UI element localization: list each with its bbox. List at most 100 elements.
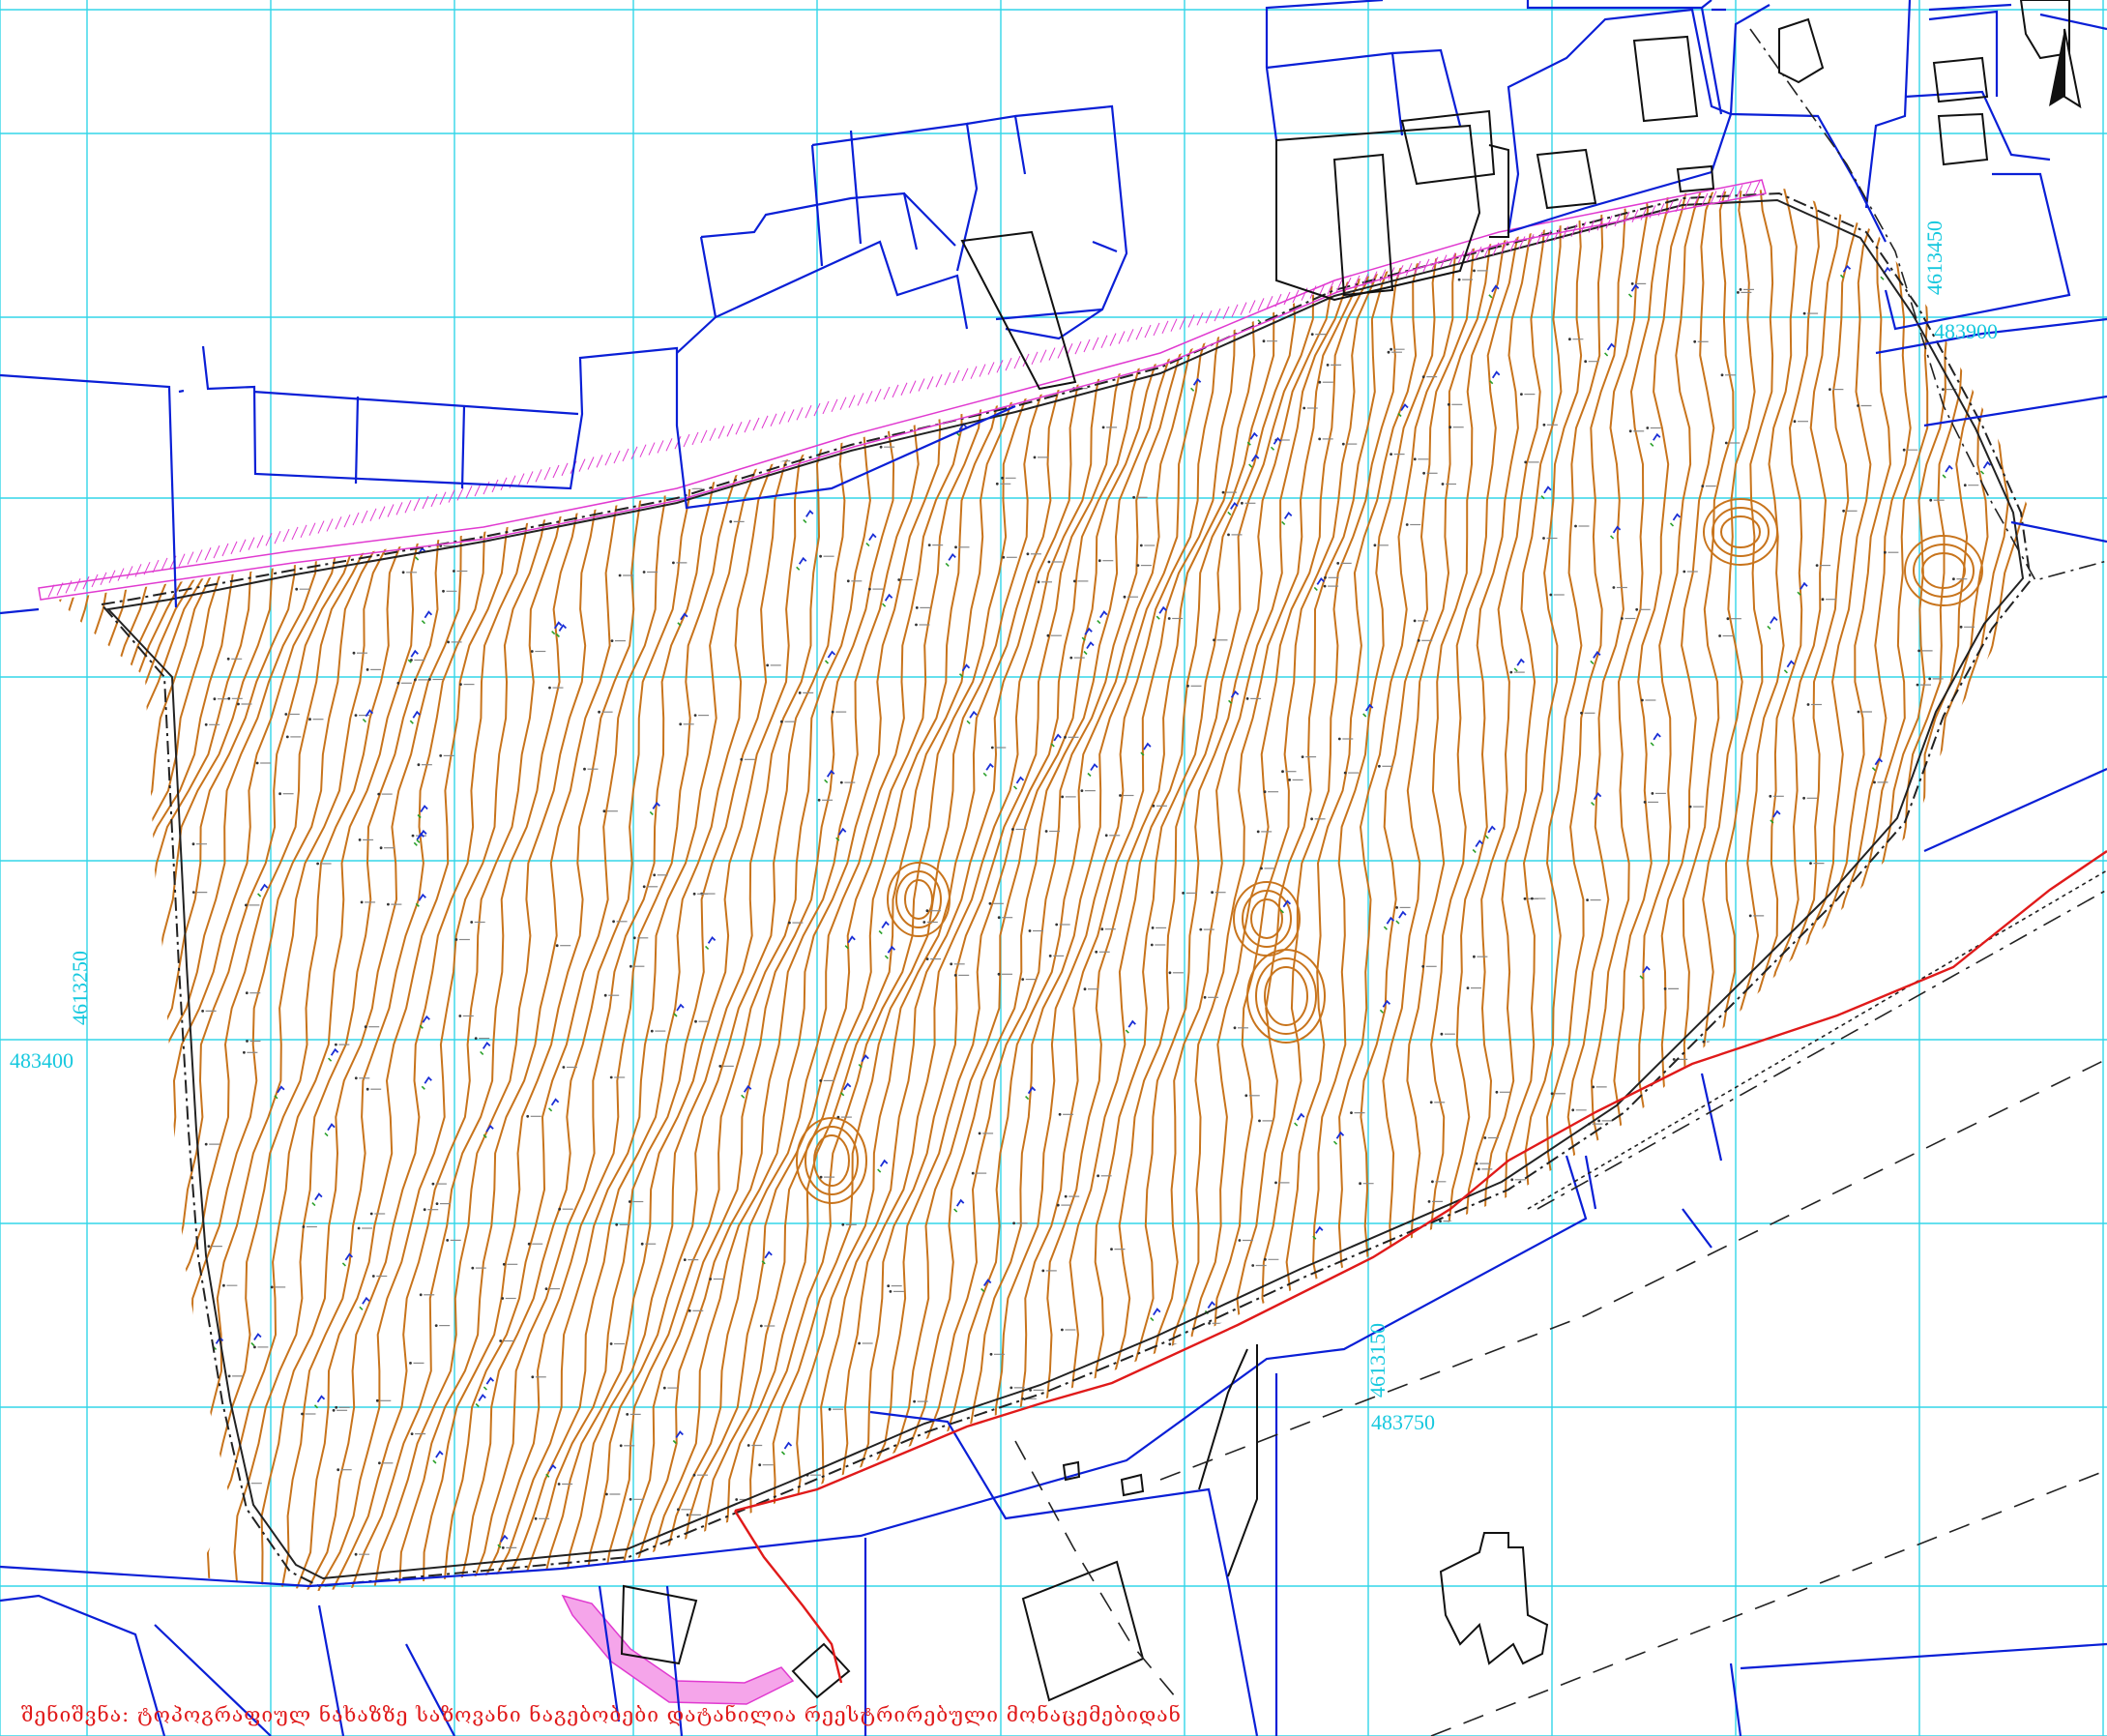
elevation-dot [396,681,400,685]
elevation-dot [1646,427,1650,429]
elevation-dot [1748,914,1752,918]
survey-marker [1489,370,1501,385]
elevation-dot [759,1324,763,1328]
elevation-dot [1429,1101,1433,1104]
contour-loop [813,1134,850,1187]
elevation-dot [1510,1178,1514,1182]
elevation-dot [207,1245,211,1248]
survey-marker [1604,342,1616,357]
survey-marker [1488,284,1500,299]
survey-marker [1669,513,1682,527]
elevation-dot [694,1019,697,1023]
elevation-dot [868,587,871,591]
elevation-dot [915,623,918,627]
elevation-dot [1186,684,1189,688]
elevation-dot [971,1171,975,1175]
elevation-dot [1168,1342,1172,1346]
elevation-dot [474,1037,478,1040]
elevation-dot [1531,897,1534,900]
survey-marker [545,1463,557,1478]
elevation-dot [1413,619,1417,623]
survey-marker [673,1003,685,1017]
elevation-dot [819,1175,823,1179]
survey-marker [313,1395,326,1409]
contour-line [712,189,1042,1591]
elevation-dot [204,722,208,726]
elevation-dot [819,554,822,558]
elevation-dot [377,792,381,796]
elevation-dot [1359,1182,1361,1186]
elevation-dot [1241,501,1244,505]
elevation-dot [629,964,632,968]
elevation-dot [1139,544,1143,547]
elevation-dot [316,862,319,866]
elevation-dot [1069,656,1073,660]
elevation-dot [709,1278,713,1280]
elevation-dot [1413,457,1417,461]
elevation-dot [1233,1026,1237,1030]
elevation-dot [1058,1112,1062,1116]
survey-marker [1639,965,1651,980]
elevation-dot [925,957,929,960]
elevation-dot [615,1222,619,1226]
survey-marker [483,1376,495,1391]
elevation-dot [1449,426,1452,429]
elevation-dot [1737,291,1740,294]
elevation-dot [954,545,957,549]
elevation-dot [1440,1032,1444,1036]
elevation-dot [1011,828,1014,831]
elevation-dot [1182,892,1185,895]
elevation-dot [295,587,299,591]
elevation-dot [1132,495,1135,499]
elevation-dot [1427,1200,1431,1203]
elevation-dot [1310,333,1314,336]
elevation-dot [1104,834,1108,838]
survey-marker [274,1085,285,1100]
survey-marker [1312,1225,1324,1240]
elevation-dot [352,651,356,655]
elevation-dot [1097,1174,1099,1178]
elevation-dot [1651,792,1654,795]
elevation-dot [410,1432,414,1435]
elevation-dot [692,1473,696,1477]
survey-marker [1797,581,1808,596]
elevation-dot [227,696,231,700]
elevation-dot [1612,586,1616,589]
elevation-dot [1350,1111,1353,1114]
contour-line [663,189,1007,1591]
elevation-dot [1483,1136,1487,1139]
elevation-dot [1952,577,1955,581]
elevation-dot [501,1297,505,1300]
elevation-dot [222,1283,225,1287]
survey-marker [649,801,660,815]
survey-marker [1097,610,1108,625]
elevation-dot [557,1483,561,1486]
elevation-dot [828,1407,832,1411]
elevation-dot [1044,830,1048,833]
elevation-dot [798,691,802,694]
elevation-dot [499,1339,503,1342]
elevation-dot [1586,898,1589,901]
elevation-dot [1793,420,1797,424]
elevation-dot [846,579,850,583]
elevation-dot [1821,598,1825,602]
elevation-dot [1021,1397,1025,1400]
elevation-dot [1439,1220,1442,1222]
elevation-dot [555,944,559,948]
elevation-dot [1829,388,1831,391]
contour-loop [895,870,942,928]
elevation-dot [354,1552,358,1556]
survey-marker [324,1123,336,1137]
elevation-dot [609,1342,613,1345]
survey-marker [780,1441,793,1456]
elevation-dot [530,650,534,653]
survey-marker [421,610,433,625]
elevation-dot [1213,638,1215,642]
elevation-dot [1477,1167,1480,1171]
elevation-dot [1227,533,1230,537]
elevation-dot [688,1309,691,1312]
elevation-dot [1256,830,1260,834]
survey-marker [761,1251,773,1265]
elevation-dot [1064,1194,1068,1198]
